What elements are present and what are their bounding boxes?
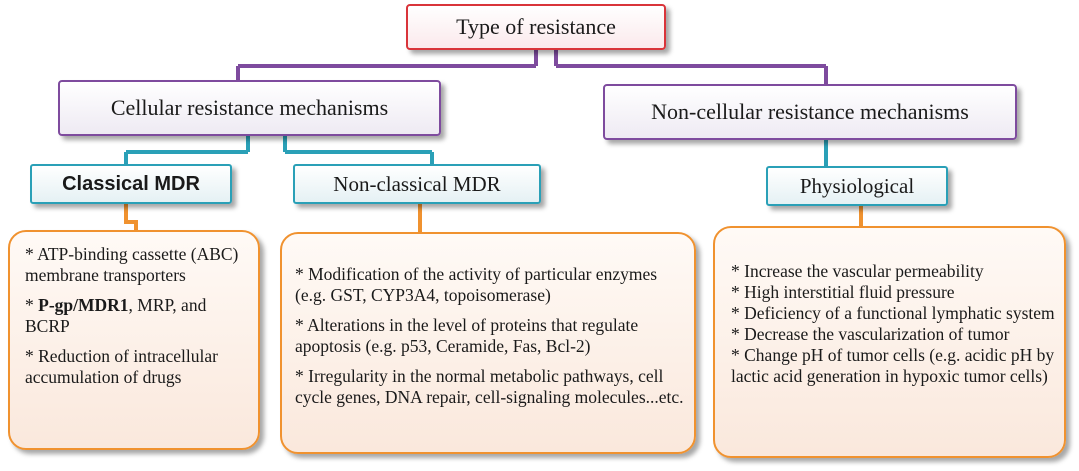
classical-mdr-node: Classical MDR: [30, 164, 232, 204]
nonclassical-mdr-details: * Modification of the activity of partic…: [280, 232, 696, 454]
classical-item-abc: * ATP-binding cassette (ABC) membrane tr…: [25, 244, 239, 285]
classical-item-reduction: * Reduction of intracellular accumulatio…: [25, 346, 218, 387]
physio-item-vascularization: * Decrease the vascularization of tumor: [731, 324, 1010, 344]
noncellular-mechanisms-node: Non-cellular resistance mechanisms: [603, 84, 1017, 140]
nonclassical-item-enzymes: * Modification of the activity of partic…: [295, 264, 658, 305]
nonclassical-item-metabolic: * Irregularity in the normal metabolic p…: [295, 366, 684, 407]
type-of-resistance-label: Type of resistance: [456, 14, 616, 39]
cellular-mechanisms-label: Cellular resistance mechanisms: [110, 95, 389, 120]
physiological-details: * Increase the vascular permeability * H…: [713, 226, 1066, 458]
detail-connectors: [124, 204, 863, 232]
classical-item-pgp-rest: , MRP, and BCRP: [25, 295, 207, 336]
nonclassical-mdr-label: Non-classical MDR: [333, 171, 501, 196]
nonclassical-item-apoptosis: * Alterations in the level of proteins t…: [295, 315, 639, 356]
physio-item-permeability: * Increase the vascular permeability: [731, 261, 984, 281]
physio-item-lymphatic: * Deficiency of a functional lymphatic s…: [731, 303, 1055, 323]
physio-item-ph: * Change pH of tumor cells (e.g. acidic …: [731, 345, 1055, 386]
classical-item-pgp-bold: P-gp/MDR1: [38, 295, 129, 315]
type-of-resistance-node: Type of resistance: [406, 4, 666, 50]
classical-item-pgp: * P-gp/MDR1, MRP, and BCRP: [25, 295, 207, 336]
nonclassical-mdr-node: Non-classical MDR: [293, 164, 541, 204]
cellular-mechanisms-node: Cellular resistance mechanisms: [58, 80, 441, 136]
classical-mdr-details: * ATP-binding cassette (ABC) membrane tr…: [8, 230, 260, 450]
physiological-label: Physiological: [799, 173, 915, 198]
physiological-node: Physiological: [766, 166, 948, 206]
noncellular-mechanisms-label: Non-cellular resistance mechanisms: [651, 99, 969, 124]
cellular-connectors: [124, 136, 828, 166]
physio-item-pressure: * High interstitial fluid pressure: [731, 282, 955, 302]
root-connectors: [236, 50, 828, 84]
classical-to-box-line: [124, 204, 138, 230]
classical-mdr-label: Classical MDR: [62, 172, 200, 195]
